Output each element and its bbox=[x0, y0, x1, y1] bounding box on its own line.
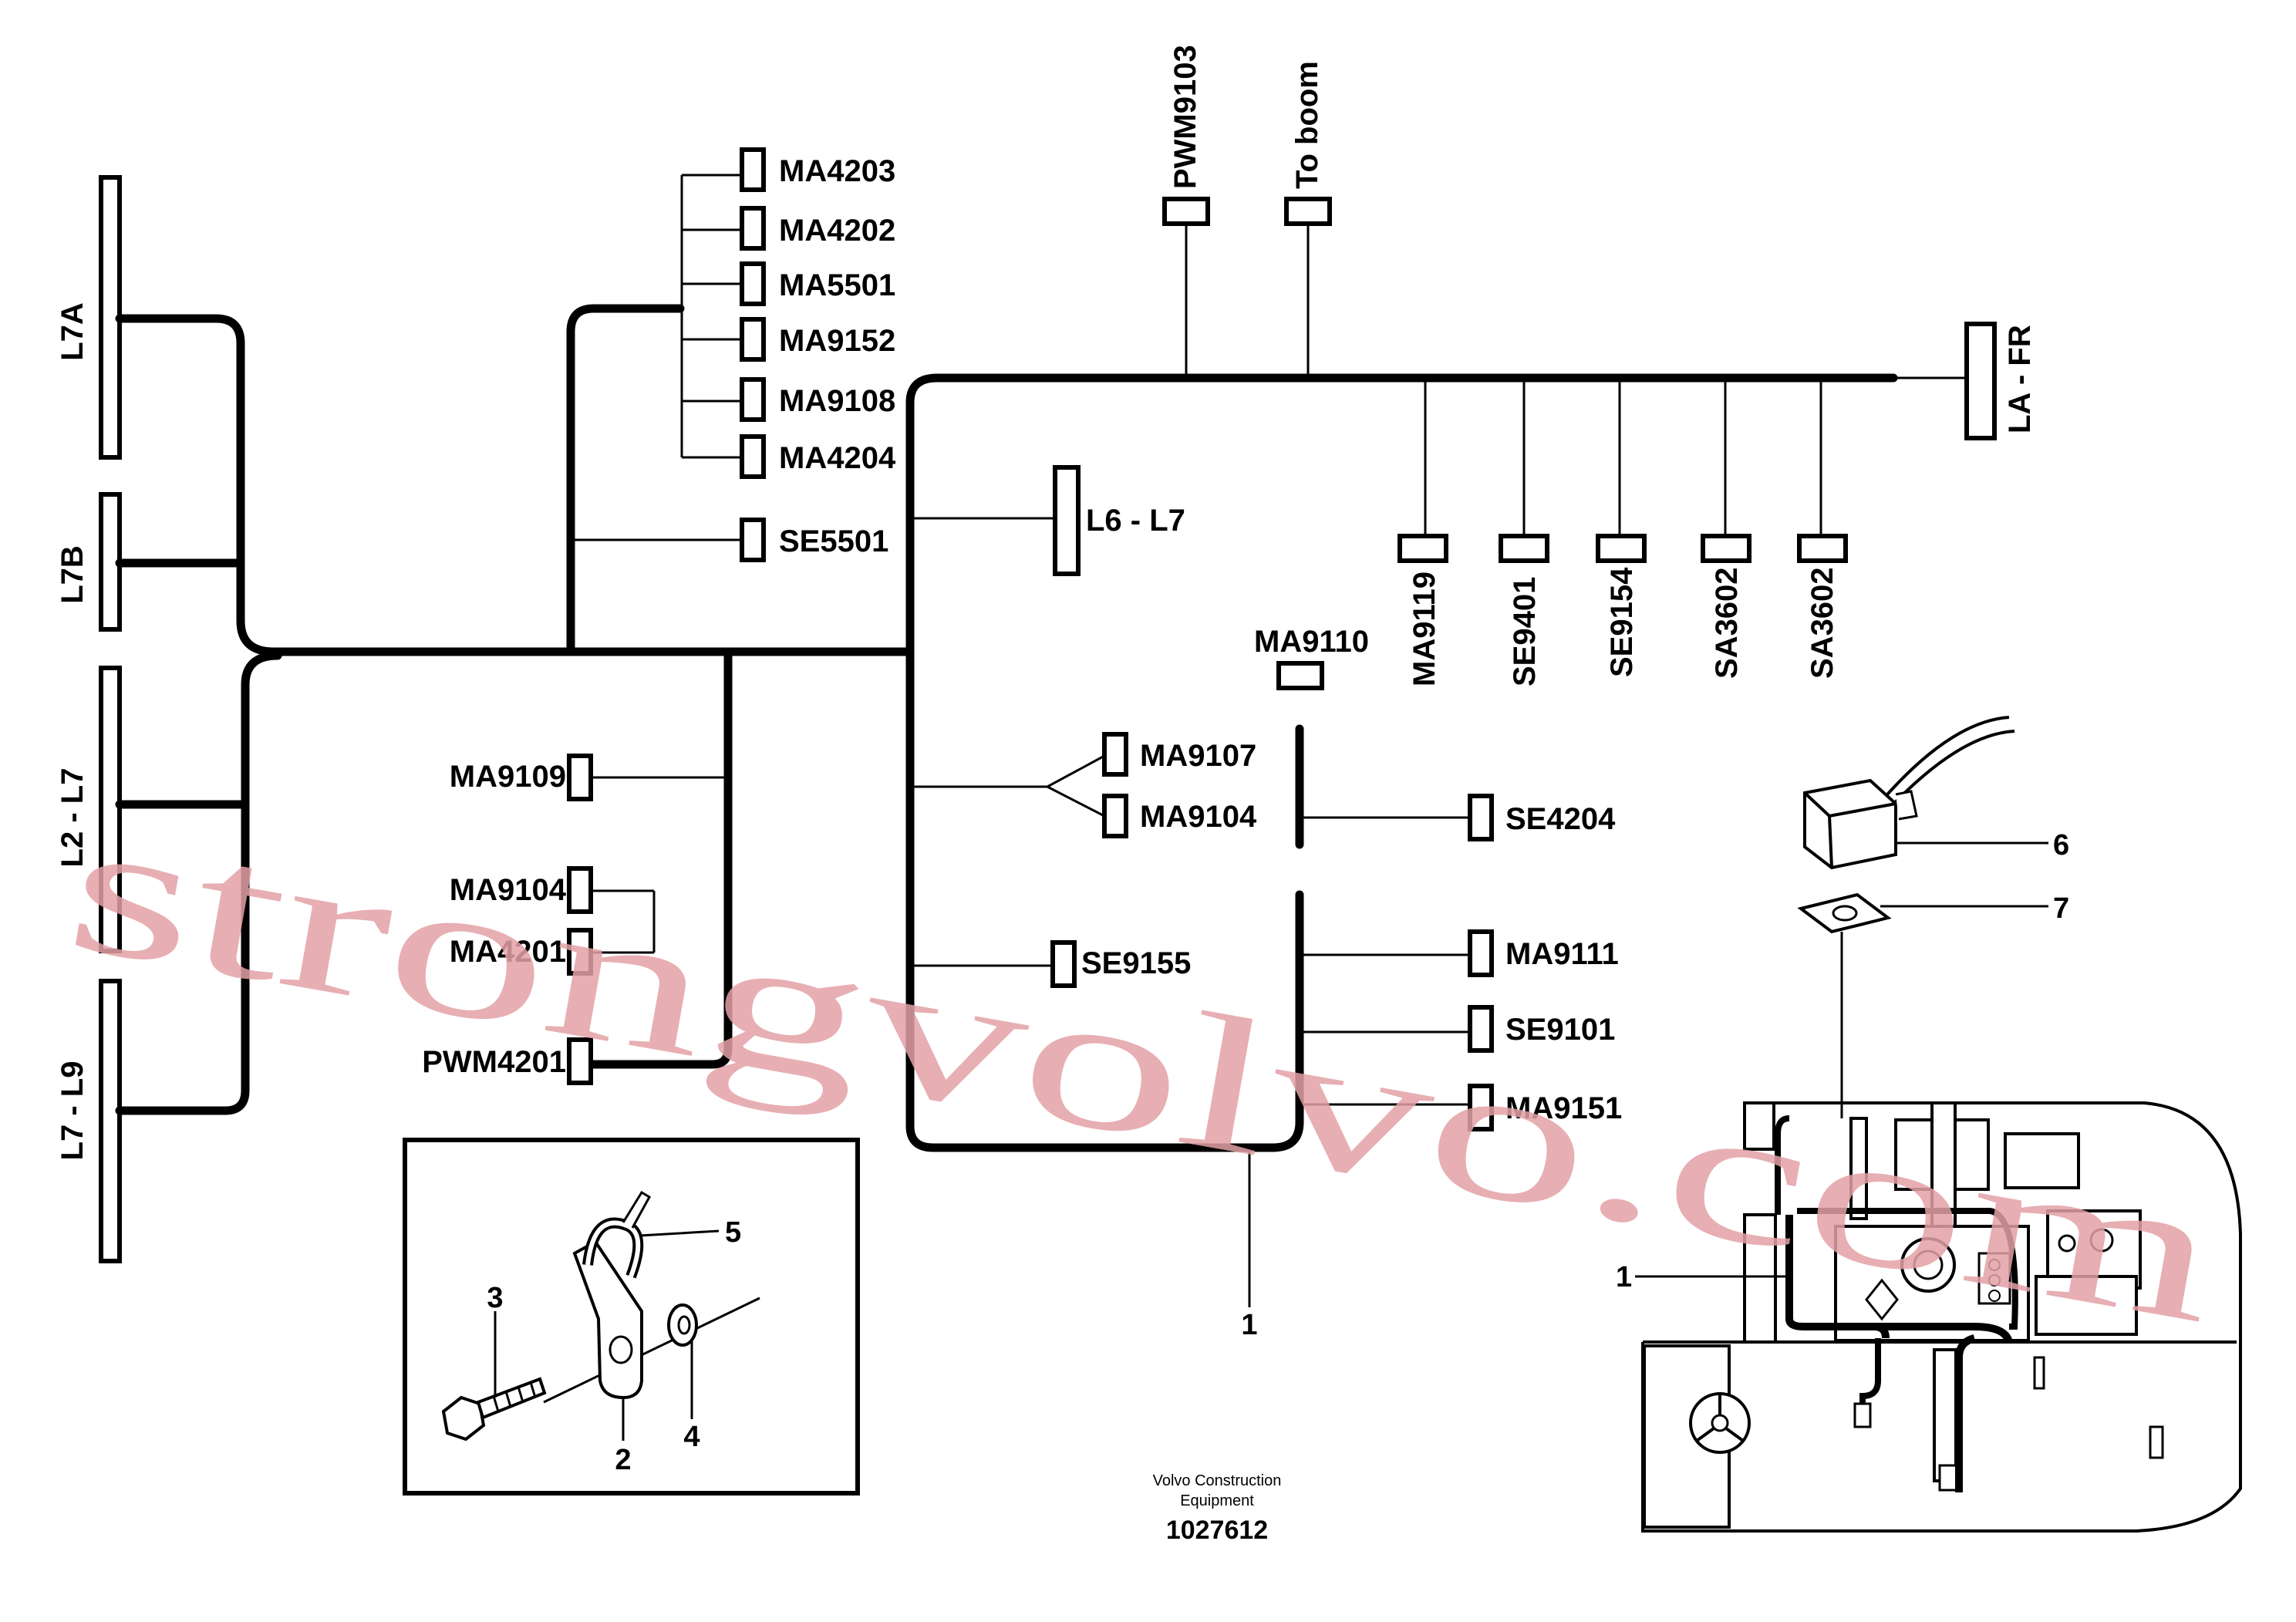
label-l7-l9: L7 - L9 bbox=[56, 1061, 89, 1161]
label-se9101: SE9101 bbox=[1505, 1013, 1615, 1047]
footer-drawing-number: 1027612 bbox=[1166, 1516, 1268, 1545]
box-se9401 bbox=[1499, 534, 1549, 563]
callout-1-machine: 1 bbox=[1616, 1261, 1632, 1293]
label-ma4203: MA4203 bbox=[779, 154, 895, 188]
callout-6: 6 bbox=[2053, 829, 2069, 862]
label-se5501: SE5501 bbox=[779, 524, 888, 558]
box-ma9109 bbox=[567, 754, 593, 801]
label-se9154: SE9154 bbox=[1605, 567, 1639, 677]
box-ma4204 bbox=[740, 434, 766, 479]
box-ma4201 bbox=[567, 928, 593, 976]
box-sa3602-a bbox=[1701, 534, 1752, 563]
box-ma9104-right bbox=[1102, 794, 1128, 838]
box-ma9110 bbox=[1276, 661, 1324, 690]
box-ma4202 bbox=[740, 206, 766, 251]
label-ma9107: MA9107 bbox=[1140, 739, 1256, 773]
thick-harness bbox=[115, 304, 1898, 1152]
box-ma9107 bbox=[1102, 732, 1128, 777]
watermark-text: strongvolvo.com bbox=[54, 776, 2233, 1364]
callout-4: 4 bbox=[683, 1421, 700, 1453]
box-ma5501 bbox=[740, 261, 766, 306]
box-l6-l7 bbox=[1053, 465, 1081, 576]
label-ma5501: MA5501 bbox=[779, 268, 895, 302]
label-ma4202: MA4202 bbox=[779, 214, 895, 248]
connector-detail bbox=[1797, 716, 2048, 1118]
label-ma9110: MA9110 bbox=[1254, 625, 1369, 659]
label-ma9119: MA9119 bbox=[1408, 572, 1441, 686]
callout-7: 7 bbox=[2053, 892, 2069, 925]
label-ma9108: MA9108 bbox=[779, 384, 895, 418]
thin-wires bbox=[571, 174, 1967, 1307]
label-ma4204: MA4204 bbox=[779, 441, 896, 475]
box-ma9111 bbox=[1468, 929, 1494, 977]
box-ma9152 bbox=[740, 317, 766, 362]
label-l6-l7: L6 - L7 bbox=[1086, 504, 1185, 538]
box-la-fr bbox=[1964, 322, 1997, 440]
label-pwm9103: PWM9103 bbox=[1168, 45, 1202, 189]
box-ma9151 bbox=[1468, 1084, 1494, 1131]
label-ma9111: MA9111 bbox=[1505, 937, 1619, 971]
label-ma9109: MA9109 bbox=[450, 760, 566, 794]
callout-2: 2 bbox=[615, 1444, 631, 1476]
box-se5501 bbox=[740, 518, 766, 562]
box-ma9108 bbox=[740, 377, 766, 422]
label-se4204: SE4204 bbox=[1505, 802, 1616, 836]
box-se9155 bbox=[1050, 940, 1077, 988]
bar-l7-l9 bbox=[99, 979, 122, 1263]
label-sa3602-a: SA3602 bbox=[1710, 567, 1744, 679]
callout-1-main: 1 bbox=[1241, 1309, 1257, 1341]
label-ma9152: MA9152 bbox=[779, 324, 895, 358]
callout-5: 5 bbox=[725, 1216, 741, 1249]
label-ma9104-right: MA9104 bbox=[1140, 800, 1257, 834]
box-ma4203 bbox=[740, 147, 766, 192]
label-se9401: SE9401 bbox=[1508, 577, 1542, 686]
box-pwm9103 bbox=[1162, 197, 1210, 226]
connector-boxes bbox=[567, 147, 1997, 1131]
label-to-boom: To boom bbox=[1290, 61, 1324, 189]
left-harness-bars bbox=[99, 175, 122, 1263]
callout-3: 3 bbox=[487, 1282, 503, 1314]
box-sa3602-b bbox=[1797, 534, 1848, 563]
box-se9101 bbox=[1468, 1005, 1494, 1053]
label-la-fr: LA - FR bbox=[2003, 325, 2037, 433]
footer-company-line2: Equipment bbox=[1180, 1492, 1254, 1509]
label-ma9104-left: MA9104 bbox=[450, 873, 567, 907]
clamp-detail-inset bbox=[403, 1138, 860, 1496]
box-ma9119 bbox=[1397, 534, 1448, 563]
label-l7a: L7A bbox=[56, 302, 89, 361]
label-pwm4201: PWM4201 bbox=[422, 1045, 566, 1079]
box-se9154 bbox=[1596, 534, 1647, 563]
label-ma9151: MA9151 bbox=[1505, 1091, 1622, 1125]
label-se9155: SE9155 bbox=[1081, 946, 1191, 980]
machine-sketch bbox=[1635, 1101, 2242, 1533]
box-ma9104-left bbox=[567, 866, 593, 914]
box-se4204 bbox=[1468, 794, 1494, 841]
footer-company-line1: Volvo Construction bbox=[1153, 1472, 1282, 1489]
box-to-boom bbox=[1284, 197, 1332, 226]
bar-l2-l7 bbox=[99, 666, 122, 953]
label-sa3602-b: SA3602 bbox=[1805, 567, 1839, 679]
label-l7b: L7B bbox=[56, 545, 89, 604]
label-ma4201: MA4201 bbox=[450, 935, 566, 969]
box-pwm4201 bbox=[567, 1037, 593, 1085]
label-l2-l7: L2 - L7 bbox=[56, 768, 89, 868]
